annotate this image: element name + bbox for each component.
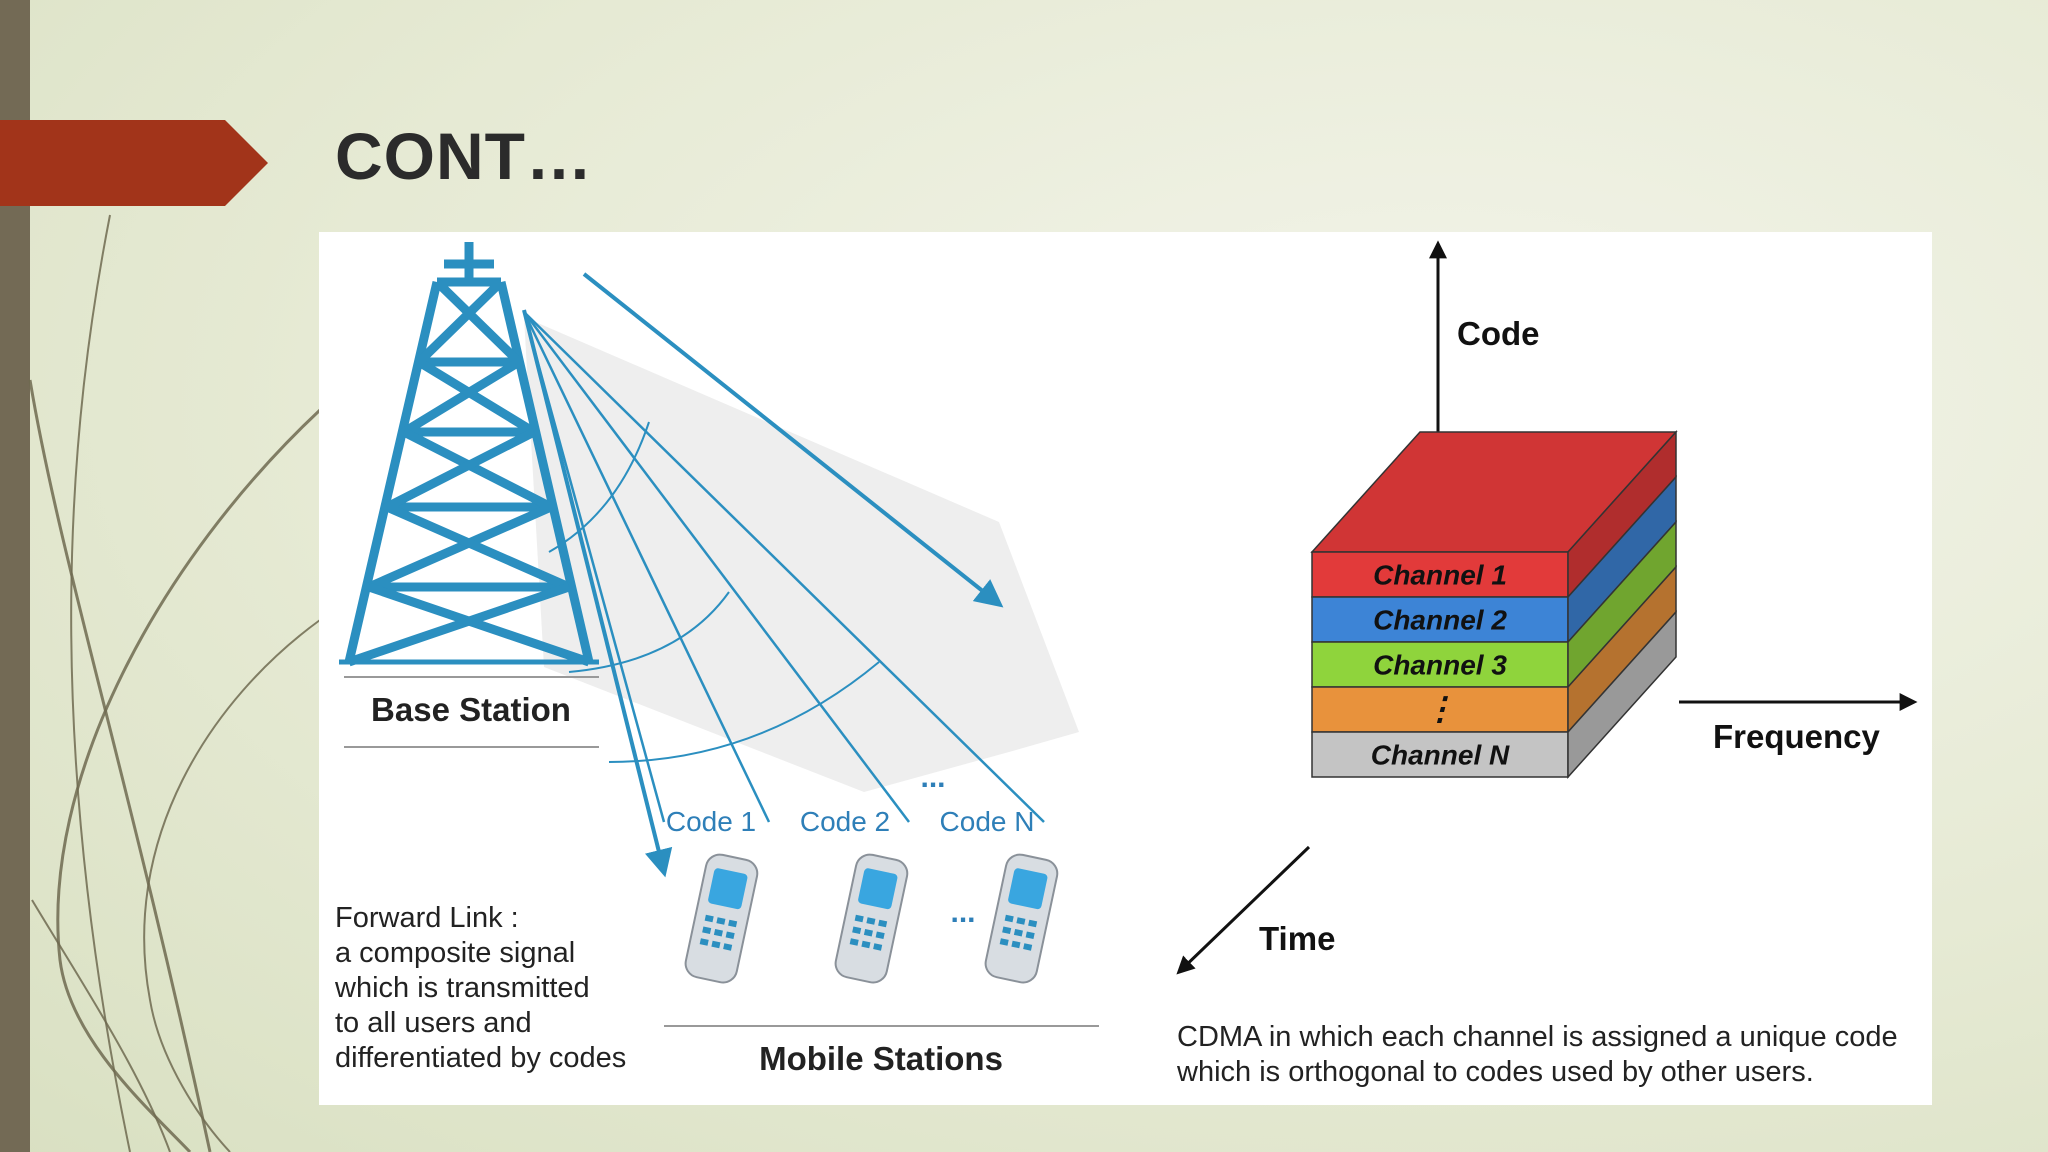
code-label: Code 1: [666, 806, 756, 837]
mobile-stations-label: Mobile Stations: [759, 1040, 1003, 1077]
mobile-phone-icon: [834, 853, 909, 984]
outer-beam-right: [582, 272, 1004, 608]
decorative-curves: [28, 214, 322, 1152]
outer-beam-left: [522, 309, 673, 878]
cdma-cube: Channel 1 Channel 2 Channel 3 ⋮ Channel N: [1310, 430, 1678, 779]
base-station-label: Base Station: [371, 691, 571, 728]
mobile-phone-icon: [684, 853, 759, 984]
cube-layer-label: ⋮: [1424, 691, 1456, 727]
caption-line: differentiated by codes: [335, 1042, 626, 1074]
cube-layer-label: Channel 3: [1373, 650, 1507, 681]
signal-beams: [522, 311, 1045, 823]
cube-layer-label: Channel 1: [1373, 560, 1507, 591]
forward-link-caption: Forward Link : a composite signal which …: [334, 902, 626, 1074]
base-station-tower-icon: [339, 242, 599, 667]
caption-line: to all users and: [335, 1007, 532, 1039]
cdma-caption: CDMA in which each channel is assigned a…: [1176, 1021, 1906, 1088]
cdma-diagram: Base Station Code 1 Code 2 Code N ...: [334, 240, 1918, 1088]
phone-ellipsis: ...: [950, 896, 975, 929]
caption-line: Forward Link :: [335, 902, 519, 934]
code-label: Code N: [940, 806, 1035, 837]
caption-line: which is transmitted: [334, 972, 590, 1004]
frequency-axis-label: Frequency: [1713, 718, 1881, 755]
cube-layer-label: Channel N: [1371, 740, 1510, 771]
code-axis-label: Code: [1457, 315, 1540, 352]
title-arrow-tab: [0, 120, 268, 206]
signal-fan: [524, 317, 1079, 792]
cube-layer-side: [1567, 610, 1677, 779]
time-axis: [1176, 845, 1311, 975]
mobile-phone-icon: [984, 853, 1059, 984]
time-axis-label: Time: [1259, 920, 1335, 957]
slide-title: CONT…: [335, 119, 593, 193]
caption-line: CDMA in which each channel is assigned a…: [1177, 1021, 1898, 1053]
cube-layer-label: Channel 2: [1373, 605, 1507, 636]
caption-line: which is orthogonal to codes used by oth…: [1176, 1056, 1814, 1088]
cdma-figure: Base Station Code 1 Code 2 Code N ...: [319, 232, 1932, 1105]
caption-line: a composite signal: [335, 937, 575, 969]
code-label: Code 2: [800, 806, 890, 837]
code-ellipsis: ...: [920, 761, 945, 794]
